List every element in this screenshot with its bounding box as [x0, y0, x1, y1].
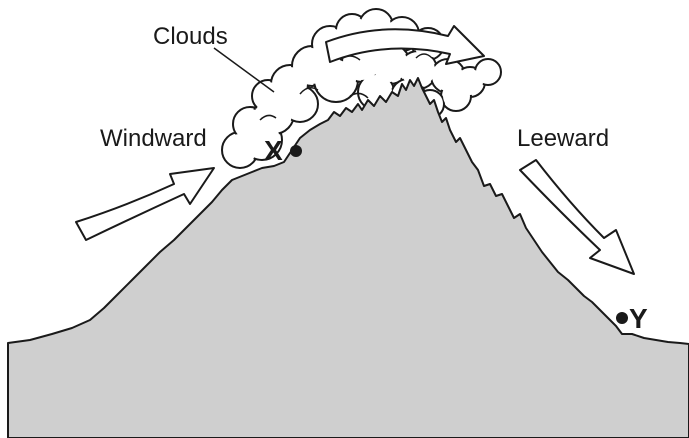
point-y-label: Y: [629, 303, 648, 334]
point-x-label: X: [264, 135, 283, 166]
windward-label: Windward: [100, 125, 207, 152]
clouds-label: Clouds: [153, 23, 228, 50]
point-y-dot: [616, 312, 628, 324]
leeward-arrow: [519, 159, 635, 275]
clouds-leader-line: [213, 47, 275, 93]
windward-arrow: [75, 167, 215, 241]
leeward-label: Leeward: [517, 125, 609, 152]
point-x-dot: [290, 145, 302, 157]
mountain: [7, 77, 689, 438]
summit-arrow: [325, 25, 485, 65]
